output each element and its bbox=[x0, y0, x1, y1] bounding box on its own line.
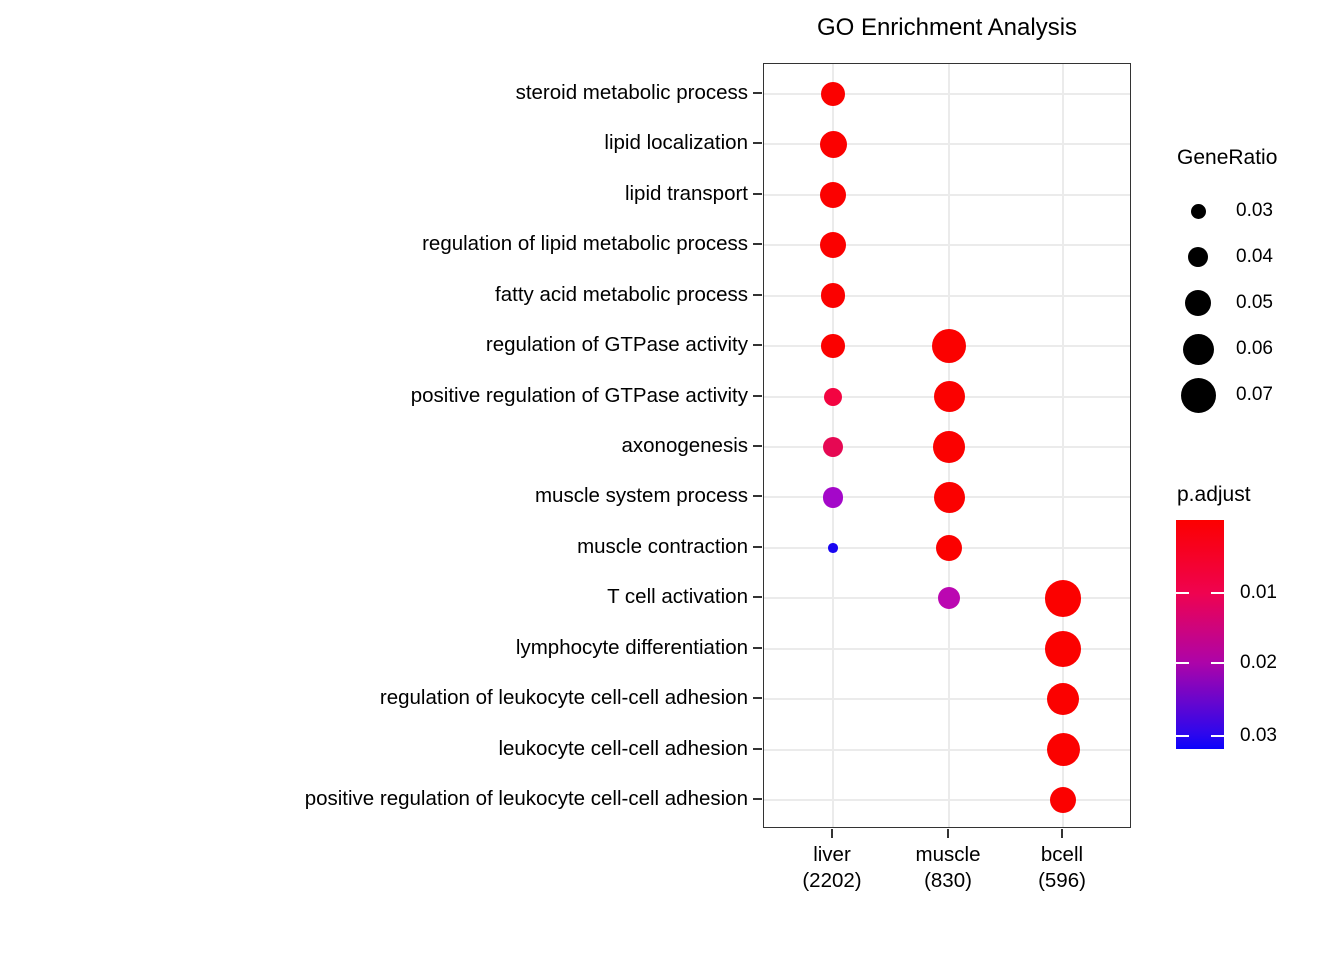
h-gridline bbox=[764, 143, 1130, 146]
x-axis-label-name: liver bbox=[813, 843, 851, 866]
data-point bbox=[820, 181, 846, 208]
colorbar-tick bbox=[1211, 661, 1224, 664]
y-axis-tick bbox=[753, 545, 762, 548]
x-axis-tick bbox=[947, 829, 949, 838]
y-axis-tick bbox=[753, 92, 762, 94]
legend-size-dot bbox=[1188, 247, 1208, 267]
plot-panel bbox=[763, 63, 1131, 828]
y-axis-tick bbox=[753, 192, 762, 195]
y-axis-tick bbox=[753, 596, 762, 599]
data-point bbox=[823, 437, 843, 457]
y-axis-label: regulation of GTPase activity bbox=[485, 333, 748, 357]
y-axis-label: lipid transport bbox=[624, 181, 748, 205]
y-axis-label: positive regulation of GTPase activity bbox=[410, 383, 748, 407]
chart-title: GO Enrichment Analysis bbox=[816, 14, 1078, 41]
legend-size-label: 0.04 bbox=[1236, 246, 1273, 267]
data-point bbox=[937, 587, 961, 610]
h-gridline bbox=[764, 193, 1130, 196]
y-axis-tick bbox=[753, 142, 762, 145]
y-axis-label: muscle system process bbox=[534, 484, 748, 508]
data-point bbox=[824, 387, 842, 406]
y-axis-label: leukocyte cell-cell adhesion bbox=[498, 736, 748, 760]
colorbar-tick bbox=[1176, 734, 1189, 737]
data-point bbox=[828, 543, 838, 553]
y-axis-tick bbox=[753, 394, 762, 397]
v-gridline bbox=[1062, 64, 1064, 827]
data-point bbox=[1044, 580, 1082, 617]
h-gridline bbox=[764, 698, 1130, 701]
data-point bbox=[821, 334, 845, 358]
colorbar-tick bbox=[1211, 591, 1224, 594]
h-gridline bbox=[764, 93, 1130, 95]
h-gridline bbox=[764, 799, 1130, 802]
x-axis-label: muscle (830) bbox=[868, 842, 1028, 894]
legend-size-label: 0.06 bbox=[1236, 338, 1273, 359]
x-axis-label-count: (830) bbox=[924, 869, 972, 892]
h-gridline bbox=[764, 294, 1130, 297]
colorbar-tick-label: 0.03 bbox=[1240, 724, 1277, 746]
legend-size-dot bbox=[1190, 203, 1206, 219]
y-axis-tick bbox=[753, 344, 762, 347]
legend-size-label: 0.05 bbox=[1236, 292, 1273, 313]
data-point bbox=[1046, 733, 1080, 767]
legend-size-dot bbox=[1182, 333, 1214, 365]
x-axis-label-count: (596) bbox=[1038, 869, 1086, 892]
x-axis-label-count: (2202) bbox=[802, 869, 862, 892]
colorbar-tick bbox=[1211, 734, 1224, 737]
y-axis-tick bbox=[753, 445, 762, 447]
data-point bbox=[820, 81, 846, 107]
x-axis-label: bcell (596) bbox=[982, 842, 1142, 894]
legend-size-label: 0.03 bbox=[1236, 200, 1273, 221]
legend-padjust-title: p.adjust bbox=[1177, 483, 1251, 506]
legend-size-dot bbox=[1180, 377, 1216, 413]
y-axis-tick bbox=[753, 243, 762, 246]
x-axis-label-name: muscle bbox=[915, 843, 981, 866]
legend-size-dot bbox=[1185, 290, 1211, 316]
x-axis-tick bbox=[1061, 829, 1063, 838]
legend-size-label: 0.07 bbox=[1236, 384, 1273, 405]
y-axis-label: regulation of leukocyte cell-cell adhesi… bbox=[379, 686, 748, 710]
y-axis-label: T cell activation bbox=[607, 585, 748, 609]
data-point bbox=[820, 232, 846, 259]
y-axis-label: positive regulation of leukocyte cell-ce… bbox=[304, 787, 748, 811]
colorbar-tick-label: 0.02 bbox=[1240, 651, 1277, 673]
data-point bbox=[933, 481, 965, 513]
x-axis-tick bbox=[831, 829, 833, 838]
y-axis-label: fatty acid metabolic process bbox=[495, 282, 748, 306]
y-axis-tick bbox=[753, 697, 762, 700]
y-axis-label: lymphocyte differentiation bbox=[515, 635, 748, 659]
data-point bbox=[933, 431, 965, 463]
data-point bbox=[931, 329, 967, 364]
data-point bbox=[819, 130, 847, 158]
h-gridline bbox=[764, 647, 1130, 650]
y-axis-label: lipid localization bbox=[604, 131, 748, 155]
data-point bbox=[933, 381, 965, 413]
y-axis-tick bbox=[753, 293, 762, 296]
data-point bbox=[820, 283, 846, 309]
y-axis-label: axonogenesis bbox=[621, 434, 748, 457]
y-axis-tick bbox=[753, 495, 762, 498]
x-axis-label-name: bcell bbox=[1040, 843, 1084, 866]
data-point bbox=[1046, 682, 1080, 716]
colorbar-tick bbox=[1176, 591, 1189, 594]
data-point bbox=[822, 487, 844, 508]
y-axis-tick bbox=[753, 646, 762, 649]
y-axis-label: muscle contraction bbox=[577, 534, 748, 558]
y-axis-tick bbox=[753, 747, 762, 750]
y-axis-label: steroid metabolic process bbox=[515, 81, 748, 104]
h-gridline bbox=[764, 244, 1130, 247]
y-axis-label: regulation of lipid metabolic process bbox=[422, 232, 748, 256]
padjust-colorbar bbox=[1176, 520, 1224, 749]
h-gridline bbox=[764, 748, 1130, 751]
data-point bbox=[1045, 630, 1081, 667]
colorbar-tick bbox=[1176, 661, 1189, 664]
colorbar-tick-label: 0.01 bbox=[1240, 581, 1277, 603]
data-point bbox=[1049, 786, 1077, 814]
y-axis-tick bbox=[753, 798, 762, 801]
legend-generatio-title: GeneRatio bbox=[1177, 146, 1278, 169]
x-axis-label: liver (2202) bbox=[752, 842, 912, 894]
data-point bbox=[935, 534, 963, 562]
